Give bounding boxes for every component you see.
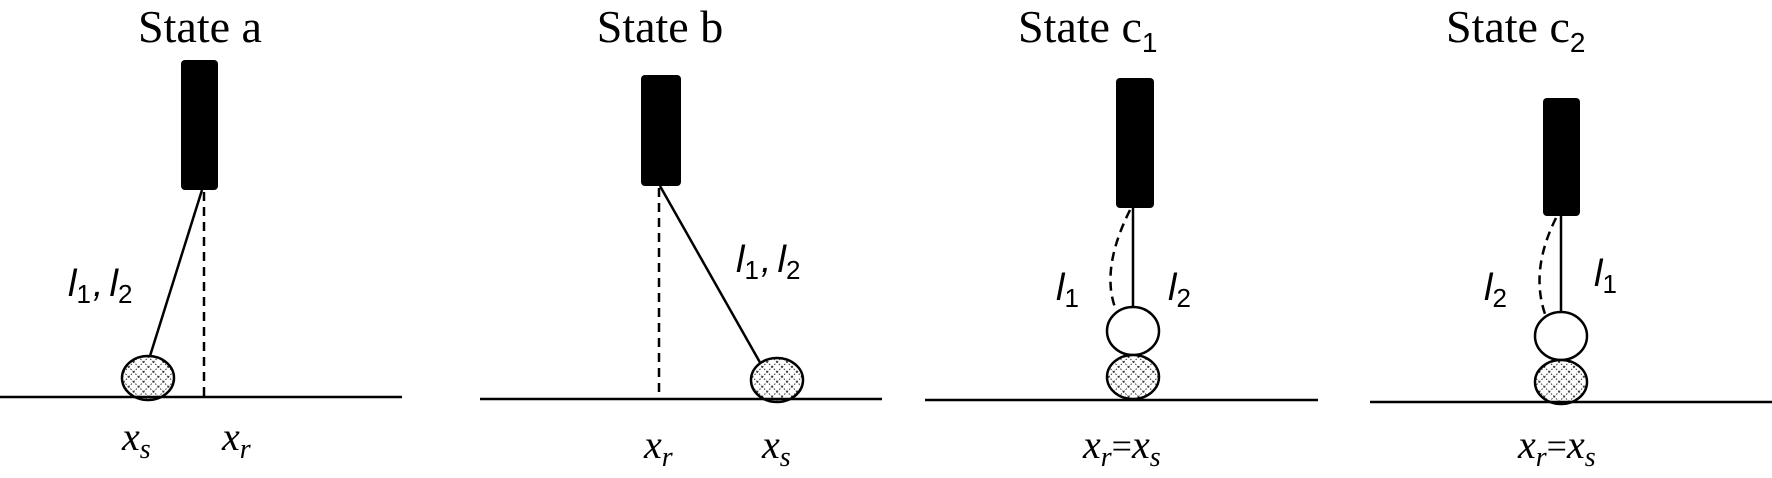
panel-title: State c2 <box>1446 1 1585 58</box>
slack-dashed-tether <box>1109 209 1132 311</box>
panel-title: State a <box>138 1 262 52</box>
position-xr-label: xr <box>221 414 251 465</box>
open-ball <box>1533 310 1589 362</box>
length-label-right: l1 <box>1594 253 1617 299</box>
position-xs-label: xs <box>761 422 791 473</box>
panel-state-b: State b l1,l2 xr xs <box>480 1 882 473</box>
slack-dashed-tether <box>1538 217 1558 315</box>
length-label-left: l1 <box>1056 267 1079 313</box>
hatched-ball <box>1105 353 1161 401</box>
panel-state-c2: State c2 l2 l1 xr=xs <box>1370 1 1772 473</box>
sensor-bar <box>1116 78 1154 208</box>
panel-title: State c1 <box>1018 1 1157 58</box>
hatched-ball <box>1533 358 1589 406</box>
length-label-left: l2 <box>1484 267 1507 313</box>
position-xs-label: xs <box>121 414 151 465</box>
panel-title: State b <box>597 1 723 52</box>
sensor-bar <box>1543 98 1580 216</box>
panel-state-a: State a l1,l2 xs xr <box>0 1 402 465</box>
sensor-bar <box>641 75 681 186</box>
tether-line <box>148 189 204 357</box>
panel-state-c1: State c1 l1 l2 xr=xs <box>925 1 1318 473</box>
hatched-ball <box>749 356 805 404</box>
hatched-ball <box>120 354 176 402</box>
length-label: l1,l2 <box>736 239 800 285</box>
open-ball <box>1105 305 1161 357</box>
position-equality-label: xr=xs <box>1082 422 1161 473</box>
tether-line <box>658 185 764 367</box>
length-label-right: l2 <box>1168 267 1191 313</box>
sensor-bar <box>181 60 218 190</box>
position-xr-label: xr <box>643 422 673 473</box>
length-label: l1,l2 <box>68 263 132 309</box>
position-equality-label: xr=xs <box>1517 422 1596 473</box>
